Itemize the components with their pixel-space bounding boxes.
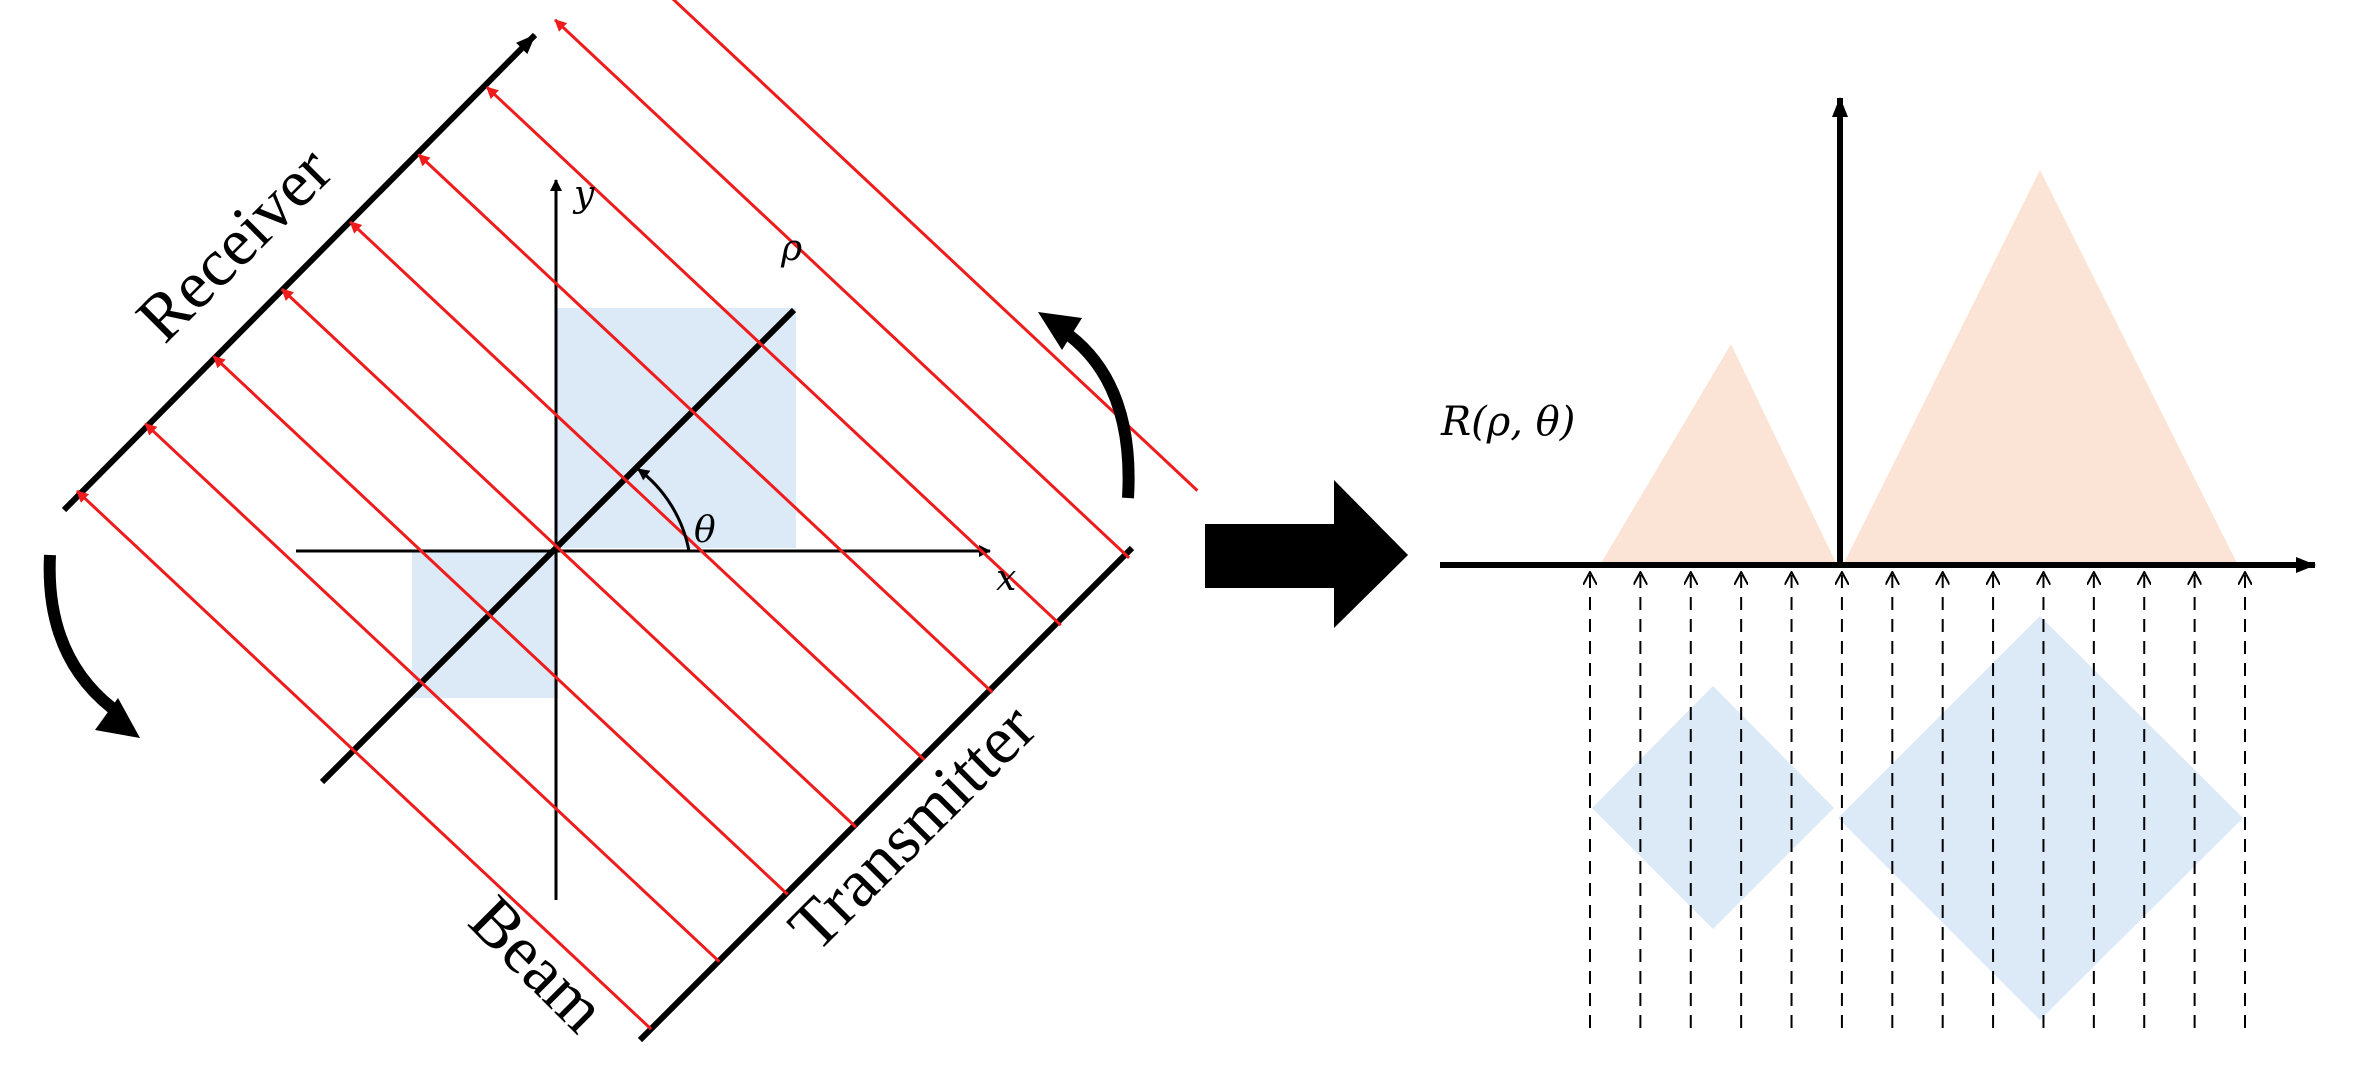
object-square-lower bbox=[412, 552, 558, 698]
right-panel-projection: R(ρ, θ) bbox=[1440, 97, 2316, 1028]
beam-line bbox=[75, 489, 653, 1031]
receiver-label: Receiver bbox=[121, 131, 346, 356]
y-axis-label: y bbox=[572, 174, 595, 215]
rotation-arrowhead-upper-right bbox=[1038, 312, 1082, 350]
projection-label: R(ρ, θ) bbox=[1440, 399, 1575, 445]
beam-line bbox=[417, 153, 994, 694]
projected-object-large bbox=[1838, 616, 2243, 1020]
transmitter-label: Transmitter bbox=[774, 688, 1051, 965]
theta-label: θ bbox=[694, 510, 716, 551]
beam-lines bbox=[75, 0, 1199, 1031]
x-axis-label: x bbox=[996, 558, 1016, 599]
beam-line bbox=[144, 422, 721, 963]
left-panel-scanner: Receiver Transmitter Beam x y ρ θ bbox=[43, 0, 1199, 1047]
beam-line bbox=[349, 220, 926, 761]
transmitter-bar bbox=[637, 545, 1135, 1043]
projection-peak-small bbox=[1600, 344, 1837, 565]
beam-line bbox=[554, 18, 1131, 559]
beam-line bbox=[485, 86, 1062, 627]
projected-object-small bbox=[1592, 686, 1834, 929]
beam-line bbox=[671, 0, 1199, 492]
projection-rays bbox=[1590, 572, 2245, 1028]
rho-axis-label: ρ bbox=[780, 228, 802, 269]
rotation-arrow-lower-left bbox=[43, 554, 116, 713]
projection-peak-large bbox=[1843, 170, 2238, 565]
beam-line bbox=[212, 355, 789, 896]
beam-label: Beam bbox=[455, 881, 621, 1047]
receiver-bar bbox=[61, 32, 538, 513]
beam-line bbox=[280, 288, 857, 829]
theta-angle-arc bbox=[637, 467, 691, 552]
rotation-arrow-upper-right bbox=[1058, 325, 1135, 499]
transform-arrow-icon bbox=[1205, 480, 1408, 628]
rotation-arrowhead-lower-left bbox=[95, 698, 140, 738]
